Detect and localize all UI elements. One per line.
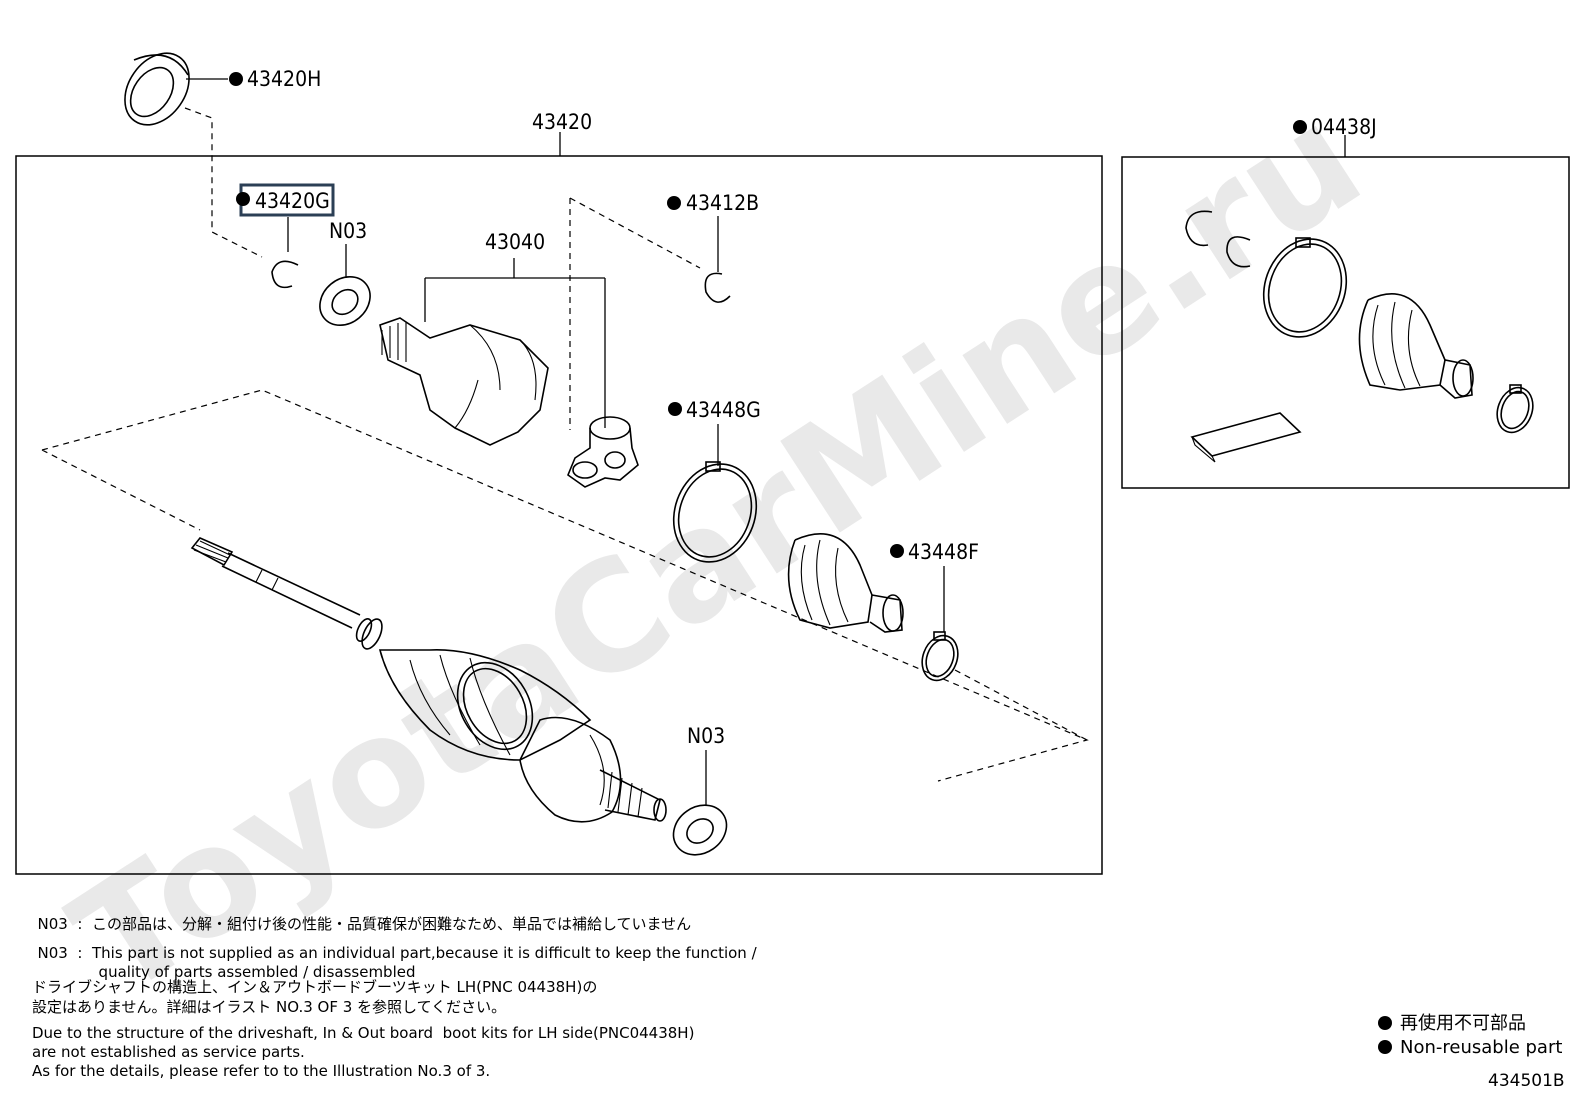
callout-43412B[interactable]: 43412B bbox=[667, 191, 759, 215]
callout-N03-lower[interactable]: N03 bbox=[687, 724, 725, 748]
callout-43420[interactable]: 43420 bbox=[532, 110, 592, 134]
kit-grease-pack-part bbox=[1190, 412, 1302, 463]
kit-small-clamp-part bbox=[1496, 384, 1534, 434]
oil-seal-part bbox=[124, 52, 190, 126]
note-n03-ja-code: N03 bbox=[37, 915, 68, 933]
callout-04438J[interactable]: 04438J bbox=[1293, 115, 1377, 139]
callout-N03-upper[interactable]: N03 bbox=[329, 219, 367, 243]
snap-ring-part bbox=[704, 272, 731, 303]
note-kit-en-1: Due to the structure of the driveshaft, … bbox=[32, 1024, 694, 1043]
callout-43420H[interactable]: 43420H bbox=[229, 67, 321, 91]
kit-snap-ring-part bbox=[1226, 236, 1251, 268]
note-kit-en-line3: As for the details, please refer to to t… bbox=[32, 1062, 491, 1080]
note-n03-en-line1: This part is not supplied as an individu… bbox=[92, 944, 757, 962]
note-kit-ja-line2: 設定はありません。詳細はイラスト NO.3 OF 3 を参照してください。 bbox=[32, 998, 507, 1016]
callout-43448F[interactable]: 43448F bbox=[890, 540, 979, 564]
boot-clamp-part bbox=[672, 461, 758, 563]
legend-dot bbox=[1378, 1016, 1392, 1030]
kit-snap-ring-part bbox=[1185, 210, 1213, 247]
nonreusable-dot bbox=[229, 72, 243, 86]
callout-43420G[interactable]: 43420G bbox=[236, 183, 335, 217]
note-kit-ja-2: 設定はありません。詳細はイラスト NO.3 OF 3 を参照してください。 bbox=[32, 998, 506, 1017]
washer-part bbox=[319, 276, 371, 326]
legend-en-label: Non-reusable part bbox=[1400, 1037, 1563, 1058]
callout-04438J-label: 04438J bbox=[1311, 115, 1377, 139]
inboard-joint-housing-part bbox=[379, 317, 549, 446]
note-kit-ja-line1: ドライブシャフトの構造上、イン＆アウトボードブーツキット LH(PNC 0443… bbox=[32, 978, 598, 996]
callout-N03-upper-label: N03 bbox=[329, 219, 367, 243]
legend-dot bbox=[1378, 1040, 1392, 1054]
nonreusable-dot bbox=[890, 544, 904, 558]
washer-part bbox=[672, 804, 728, 856]
legend-ja-label: 再使用不可部品 bbox=[1400, 1013, 1526, 1034]
callout-43040-label: 43040 bbox=[485, 230, 545, 254]
note-kit-en-line2: are not established as service parts. bbox=[32, 1043, 305, 1061]
callout-43412B-label: 43412B bbox=[686, 191, 759, 215]
note-n03-ja: N03 : この部品は、分解・組付け後の性能・品質確保が困難なため、単品では補給… bbox=[37, 915, 692, 933]
inboard-boot-part bbox=[787, 533, 904, 633]
callout-43448F-label: 43448F bbox=[908, 540, 979, 564]
kit-boot-part bbox=[1358, 293, 1474, 399]
assembly-box bbox=[15, 155, 1103, 875]
outboard-joint-part bbox=[519, 716, 667, 823]
snap-ring-part bbox=[271, 260, 299, 289]
nonreusable-dot bbox=[668, 402, 682, 416]
callout-43448G-label: 43448G bbox=[686, 398, 761, 422]
callout-43420-label: 43420 bbox=[532, 110, 592, 134]
note-kit-ja-1: ドライブシャフトの構造上、イン＆アウトボードブーツキット LH(PNC 0443… bbox=[32, 978, 597, 997]
nonreusable-dot bbox=[667, 196, 681, 210]
callout-N03-lower-label: N03 bbox=[687, 724, 725, 748]
nonreusable-dot bbox=[236, 192, 250, 206]
small-boot-clamp-part bbox=[921, 631, 959, 682]
illustration-id: 434501B bbox=[1488, 1071, 1565, 1091]
note-n03-en-cont: quality of parts assembled / disassemble… bbox=[89, 944, 416, 982]
note-n03-en-line2: quality of parts assembled / disassemble… bbox=[98, 963, 416, 981]
note-kit-en-2: are not established as service parts. bbox=[32, 1043, 305, 1062]
outboard-boot-part bbox=[378, 649, 592, 761]
legend-en: Non-reusable part bbox=[1378, 1036, 1562, 1060]
note-n03-ja-text: この部品は、分解・組付け後の性能・品質確保が困難なため、単品では補給していません bbox=[92, 915, 692, 933]
note-n03-en-code: N03 bbox=[37, 944, 68, 962]
nonreusable-dot bbox=[1293, 120, 1307, 134]
legend-ja: 再使用不可部品 bbox=[1378, 1012, 1526, 1036]
note-n03-en: N03 : This part is not supplied as an in… bbox=[37, 944, 757, 962]
callout-43040[interactable]: 43040 bbox=[485, 230, 545, 254]
drive-shaft-part bbox=[190, 537, 383, 650]
callout-43420H-label: 43420H bbox=[247, 67, 321, 91]
callout-43448G[interactable]: 43448G bbox=[668, 398, 761, 422]
note-kit-en-line1: Due to the structure of the driveshaft, … bbox=[32, 1024, 695, 1042]
kit-boot-clamp-part bbox=[1262, 237, 1348, 338]
callout-43420G-label: 43420G bbox=[255, 189, 330, 213]
note-kit-en-3: As for the details, please refer to to t… bbox=[32, 1062, 490, 1081]
tripod-joint-part bbox=[567, 416, 639, 488]
